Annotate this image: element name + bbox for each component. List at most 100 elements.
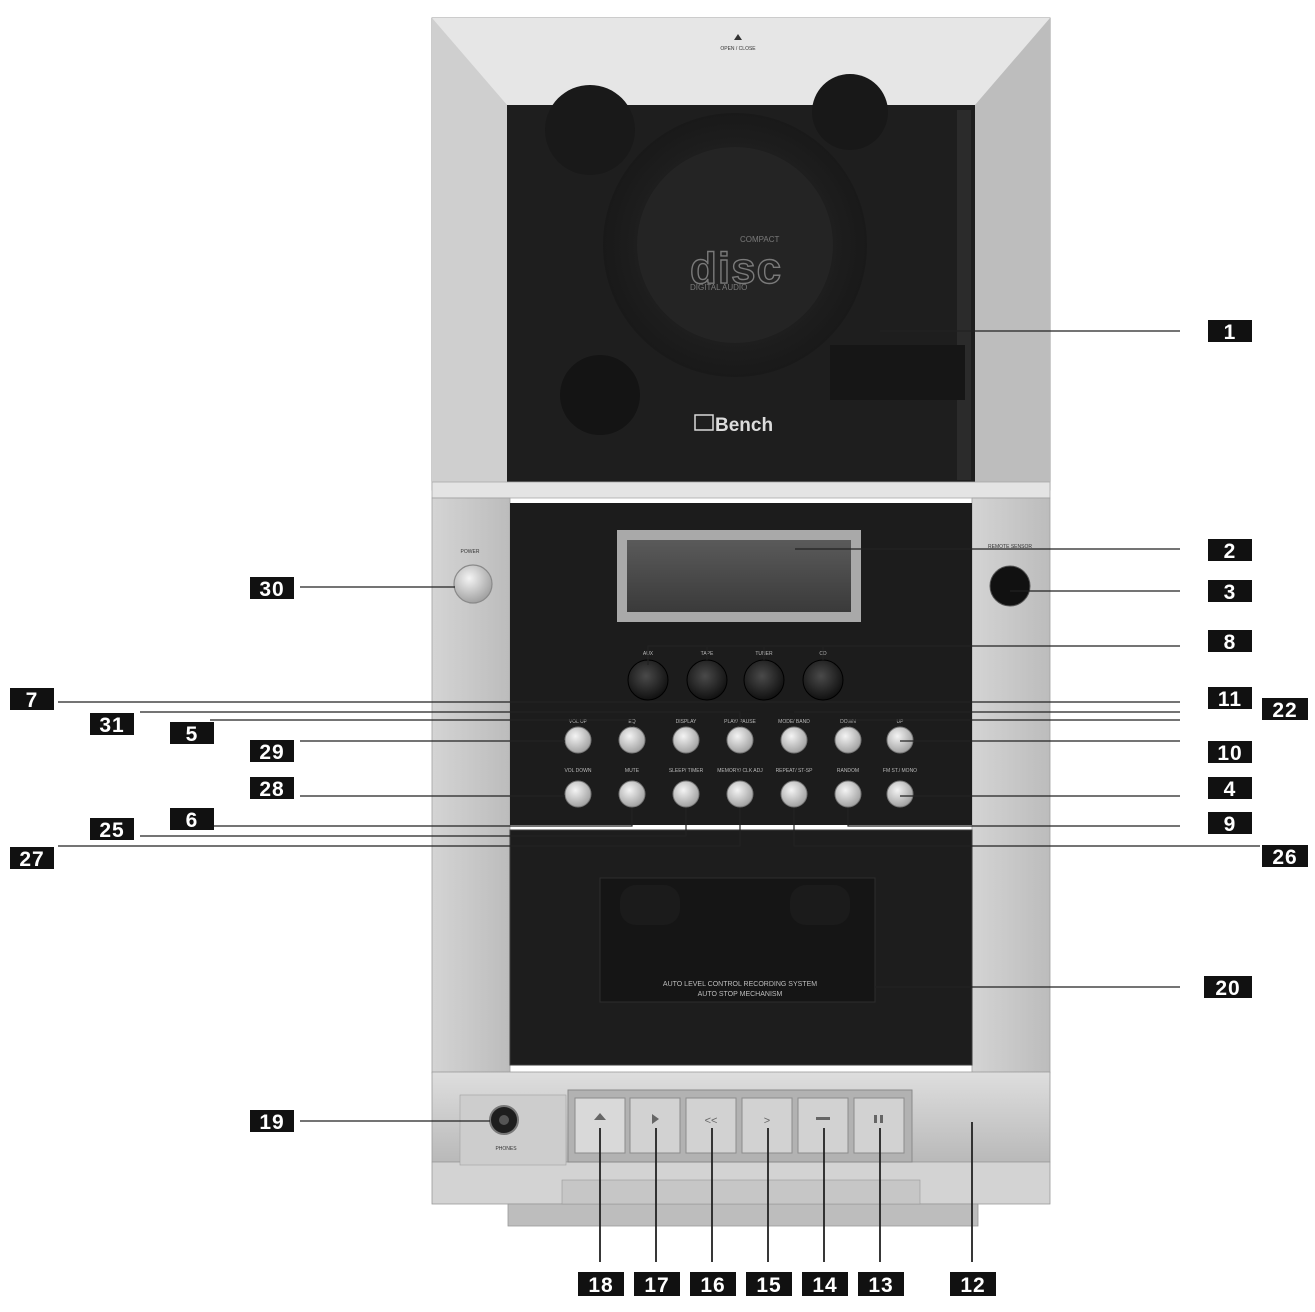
svg-text:31: 31 — [99, 714, 124, 737]
btn-memory-label: MEMORY/ CLK ADJ — [717, 768, 763, 774]
callout-12: 12 — [950, 1272, 996, 1297]
btn-mute-label: MUTE — [625, 768, 640, 774]
deck-key-stop[interactable] — [797, 1097, 849, 1154]
svg-text:20: 20 — [1215, 977, 1240, 1000]
callout-30: 30 — [250, 577, 294, 601]
memory-clk-adj-button[interactable] — [726, 780, 754, 808]
callout-14: 14 — [802, 1272, 848, 1297]
sleep-timer-button[interactable] — [672, 780, 700, 808]
tuner-knob[interactable] — [743, 659, 785, 701]
svg-text:16: 16 — [700, 1274, 725, 1297]
callout-18: 18 — [578, 1272, 624, 1297]
play-pause-button[interactable] — [726, 726, 754, 754]
callout-7: 7 — [10, 688, 54, 712]
mute-button[interactable] — [618, 780, 646, 808]
svg-text:28: 28 — [259, 778, 284, 801]
deck-key-pause[interactable] — [853, 1097, 905, 1154]
brand-name: Bench — [715, 415, 773, 436]
cd-corner-hole — [560, 355, 640, 435]
callout-22: 22 — [1262, 698, 1308, 722]
callout-17: 17 — [634, 1272, 680, 1297]
callout-9: 9 — [1208, 812, 1252, 836]
btn-sleep-timer-label: SLEEP/ TIMER — [669, 768, 704, 774]
btn-up-label: UP — [897, 719, 905, 725]
svg-text:disc: disc — [690, 244, 782, 293]
svg-text:17: 17 — [644, 1274, 669, 1297]
eq-button[interactable] — [618, 726, 646, 754]
svg-text:12: 12 — [960, 1274, 985, 1297]
display-button[interactable] — [672, 726, 700, 754]
power-button[interactable] — [453, 564, 493, 604]
mode-band-button[interactable] — [780, 726, 808, 754]
btn-repeat-label: REPEAT/ ST-SP — [776, 768, 814, 774]
callout-10: 10 — [1208, 741, 1252, 765]
svg-text:14: 14 — [812, 1274, 837, 1297]
callout-4: 4 — [1208, 777, 1252, 801]
remote-sensor — [989, 565, 1031, 607]
rewind-icon: << — [705, 1115, 718, 1127]
record-icon — [594, 1113, 606, 1120]
play-icon — [652, 1114, 659, 1124]
repeat-st-sp-button[interactable] — [780, 780, 808, 808]
callout-15: 15 — [746, 1272, 792, 1297]
svg-text:26: 26 — [1272, 846, 1297, 869]
base-plinth — [507, 1203, 979, 1227]
tape-knob[interactable] — [686, 659, 728, 701]
callout-1: 1 — [1208, 320, 1252, 344]
deck-key-play[interactable] — [629, 1097, 681, 1154]
btn-vol-up-label: VOL UP — [569, 719, 588, 725]
btn-fm-st-mono-label: FM ST./ MONO — [883, 768, 917, 774]
stop-icon — [816, 1117, 830, 1120]
callout-31: 31 — [90, 713, 134, 737]
btn-vol-down-label: VOL DOWN — [564, 768, 591, 774]
callout-28: 28 — [250, 777, 294, 801]
down-button[interactable] — [834, 726, 862, 754]
seam-bar — [431, 481, 1051, 499]
callout-2: 2 — [1208, 539, 1252, 563]
svg-text:30: 30 — [259, 578, 284, 601]
random-button[interactable] — [834, 780, 862, 808]
svg-text:11: 11 — [1218, 688, 1242, 711]
vol-up-button[interactable] — [564, 726, 592, 754]
svg-text:4: 4 — [1224, 778, 1237, 801]
callout-5: 5 — [170, 722, 214, 746]
svg-text:19: 19 — [259, 1111, 284, 1134]
open-close-arrow-icon — [734, 34, 742, 40]
callout-27: 27 — [10, 847, 54, 871]
svg-text:1: 1 — [1224, 321, 1237, 344]
svg-text:DIGITAL AUDIO: DIGITAL AUDIO — [690, 283, 747, 292]
vol-down-button[interactable] — [564, 780, 592, 808]
btn-display-label: DISPLAY — [676, 719, 697, 725]
remote-sensor-label: REMOTE SENSOR — [988, 544, 1032, 550]
svg-text:25: 25 — [99, 819, 124, 842]
callout-3: 3 — [1208, 580, 1252, 604]
callout-29: 29 — [250, 740, 294, 764]
callout-13: 13 — [858, 1272, 904, 1297]
brand-logo-icon — [694, 414, 714, 431]
callout-6: 6 — [170, 808, 214, 832]
callout-8: 8 — [1208, 630, 1252, 654]
deck-key-rewind[interactable]: << — [685, 1097, 737, 1154]
up-button[interactable] — [886, 726, 914, 754]
power-label: POWER — [461, 549, 480, 555]
svg-text:2: 2 — [1224, 540, 1237, 563]
svg-text:15: 15 — [756, 1274, 781, 1297]
deck-key-fast-forward[interactable]: > — [741, 1097, 793, 1154]
svg-text:3: 3 — [1224, 581, 1237, 604]
svg-text:22: 22 — [1272, 699, 1297, 722]
svg-text:COMPACT: COMPACT — [740, 235, 780, 244]
cd-knob[interactable] — [802, 659, 844, 701]
fm-st-mono-button[interactable] — [886, 780, 914, 808]
svg-text:6: 6 — [186, 809, 199, 832]
callout-26: 26 — [1262, 845, 1308, 869]
callout-20: 20 — [1204, 976, 1252, 1000]
compact-disc-logo: COMPACT disc DIGITAL AUDIO — [689, 235, 782, 294]
deck-section: PHONES << > — [431, 1071, 1051, 1227]
svg-text:7: 7 — [26, 689, 39, 712]
svg-text:5: 5 — [186, 723, 199, 746]
callout-16: 16 — [690, 1272, 736, 1297]
svg-text:27: 27 — [19, 848, 44, 871]
aux-knob[interactable] — [627, 659, 669, 701]
svg-text:18: 18 — [588, 1274, 613, 1297]
